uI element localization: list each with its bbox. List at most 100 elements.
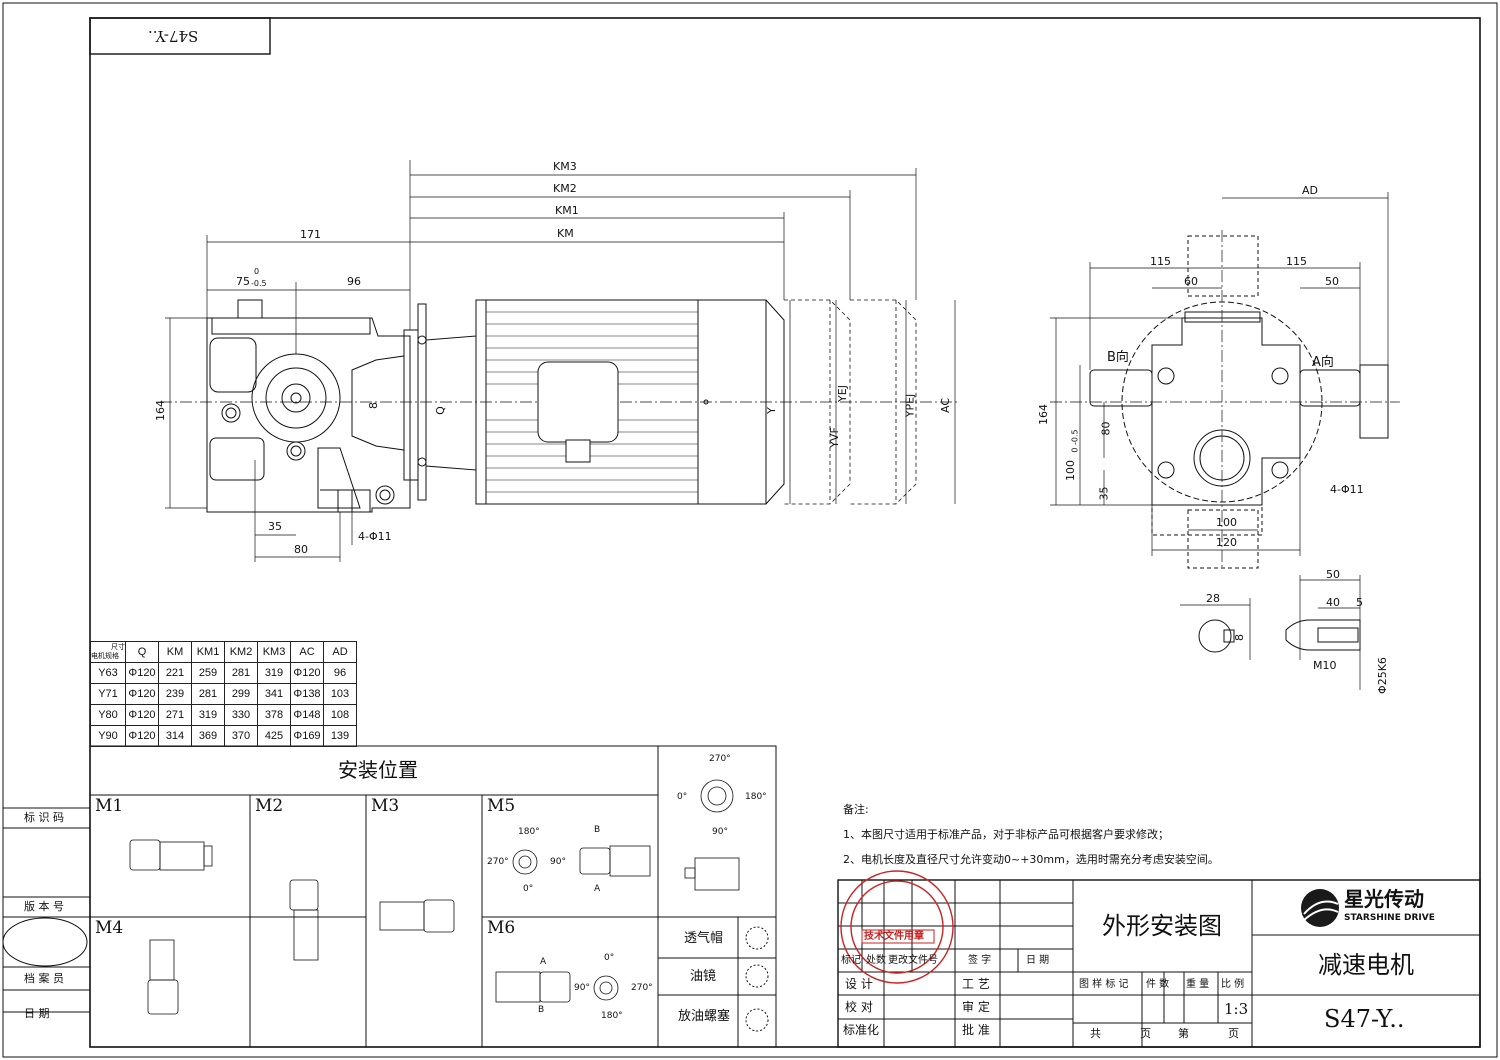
angle-label: 90° (550, 857, 566, 867)
table-cell: 108 (323, 704, 357, 726)
table-row: Y71 Φ120 239 281 299 341 Φ138 103 (90, 683, 357, 705)
company-logo-cn: 星光传动 (1344, 887, 1424, 911)
dim-8-key: 8 (367, 402, 380, 409)
direction-a-label: A (540, 957, 547, 967)
dim-ad: AD (1302, 184, 1318, 197)
sheet-label: 第 (1178, 1027, 1189, 1040)
dim-80-bottom: 80 (294, 543, 308, 556)
table-row: Y90 Φ120 314 369 370 425 Φ169 139 (90, 725, 357, 747)
direction-b-label: B (594, 825, 601, 835)
mounting-title: 安装位置 (338, 758, 418, 782)
attr-header: 重 量 (1186, 979, 1210, 990)
total-label: 共 (1090, 1027, 1101, 1040)
table-cell: 319 (257, 662, 291, 684)
dim-96: 96 (347, 275, 361, 288)
table-cell: Φ120 (290, 662, 324, 684)
dim-km3: KM3 (553, 160, 577, 173)
dim-80-right: 80 (1099, 421, 1113, 436)
position-m5: M5 (487, 796, 516, 816)
table-cell: Φ138 (290, 683, 324, 705)
table-cell: 299 (224, 683, 258, 705)
table-cell: 96 (323, 662, 357, 684)
table-cell: Φ120 (125, 704, 159, 726)
table-cell-model: Y80 (90, 704, 126, 726)
table-cell: 378 (257, 704, 291, 726)
table-cell-model: Y71 (90, 683, 126, 705)
attr-header: 图 样 标 记 (1079, 979, 1129, 990)
angle-label: 0° (604, 953, 615, 963)
position-m3: M3 (371, 796, 400, 816)
table-cell: Φ148 (290, 704, 324, 726)
designer-label: 设 计 (845, 977, 873, 991)
angle-label: 0° (523, 884, 534, 894)
table-cell: 369 (191, 725, 225, 747)
dim-120-bottom: 120 (1216, 536, 1237, 549)
table-cell: 425 (257, 725, 291, 747)
dim-50-top: 50 (1325, 275, 1339, 288)
table-header-cell: KM2 (224, 641, 258, 663)
process-label: 工 艺 (962, 977, 990, 991)
motor-dimension-table: 尺寸 电机规格 Q KM KM1 KM2 KM3 AC AD Y63 Φ120 … (90, 641, 357, 747)
table-row: Y80 Φ120 271 319 330 378 Φ148 108 (90, 704, 357, 726)
sidebar-id-code: 标 识 码 (24, 811, 64, 824)
dim-100-right: 100 (1064, 460, 1077, 481)
dim-50-shaft: 50 (1326, 568, 1340, 581)
rev-header: 日 期 (1026, 955, 1050, 966)
table-cell: 281 (224, 662, 258, 684)
dim-phi25k6: Φ25K6 (1375, 657, 1389, 694)
dim-ac: AC (939, 397, 953, 414)
table-cell: 259 (191, 662, 225, 684)
dim-y: Y (764, 407, 778, 414)
notes-heading: 备注: (843, 803, 869, 816)
dim-164-right: 164 (1037, 404, 1050, 425)
dim-4-phi11-right: 4-Φ11 (1330, 483, 1364, 496)
table-corner-top: 尺寸 (111, 644, 125, 651)
dim-28: 28 (1206, 592, 1220, 605)
model-number: S47-Y.. (1324, 1005, 1405, 1033)
legend-drain-plug: 放油螺塞 (678, 1009, 731, 1024)
angle-label: 270° (631, 983, 653, 993)
drawing-name: 外形安装图 (1102, 912, 1222, 940)
table-cell: 281 (191, 683, 225, 705)
dim-115-right: 115 (1286, 255, 1307, 268)
dim-yej: YEJ (835, 385, 849, 402)
table-header-cell: AC (290, 641, 324, 663)
dim-35-right: 35 (1097, 486, 1111, 501)
dim-75-tol-top: 0 (254, 267, 260, 276)
table-cell: Φ169 (290, 725, 324, 747)
table-cell: 221 (158, 662, 192, 684)
table-cell: Φ120 (125, 725, 159, 747)
legend-vent-cap: 透气帽 (684, 931, 724, 946)
approver-label: 批 准 (962, 1023, 990, 1037)
dim-100-tol: 0 -0.5 (1070, 429, 1080, 453)
company-logo-en: STARSHINE DRIVE (1344, 913, 1435, 923)
rev-header: 签 字 (968, 955, 992, 966)
angle-label: 180° (518, 827, 540, 837)
dim-q: Q (433, 406, 447, 415)
notes-line-1: 1、本图尺寸适用于标准产品，对于非标产品可根据客户要求修改； (843, 828, 1169, 841)
angle-label: 180° (745, 792, 767, 802)
table-header-cell: AD (323, 641, 357, 663)
page-label-2: 页 (1228, 1027, 1239, 1040)
table-cell: 103 (323, 683, 357, 705)
dim-40-shaft: 40 (1326, 596, 1340, 609)
table-row: Y63 Φ120 221 259 281 319 Φ120 96 (90, 662, 357, 684)
dim-m10: M10 (1313, 659, 1337, 672)
dim-171: 171 (300, 228, 321, 241)
table-header-row: 尺寸 电机规格 Q KM KM1 KM2 KM3 AC AD (90, 641, 357, 663)
dim-km2: KM2 (553, 182, 577, 195)
sidebar-version: 版 本 号 (24, 900, 64, 913)
standardization-label: 标准化 (843, 1023, 880, 1037)
table-cell: Φ120 (125, 683, 159, 705)
rev-header: 处数 (866, 955, 886, 966)
attr-header: 比 例 (1221, 979, 1245, 990)
legend-oil-sight: 油镜 (690, 969, 717, 984)
table-corner: 尺寸 电机规格 (90, 641, 126, 663)
table-cell-model: Y90 (90, 725, 126, 747)
dim-ypej: YPEJ (903, 393, 917, 418)
table-cell: 271 (158, 704, 192, 726)
angle-label: 270° (487, 857, 509, 867)
table-cell: 314 (158, 725, 192, 747)
notes-line-2: 2、电机长度及直径尺寸允许变动0~+30mm，选用时需充分考虑安装空间。 (843, 853, 1219, 866)
